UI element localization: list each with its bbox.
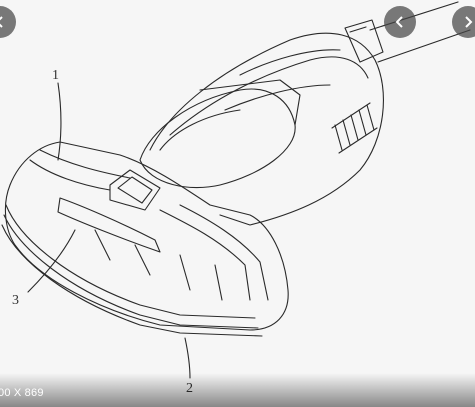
image-info-bar	[0, 373, 475, 407]
back-button[interactable]	[384, 6, 416, 38]
next-image-button[interactable]	[452, 6, 475, 38]
image-dimensions-label: 00 X 869	[0, 387, 44, 399]
callout-2: 2	[186, 381, 193, 396]
chevron-right-icon	[465, 16, 473, 28]
previous-image-button[interactable]	[0, 6, 16, 38]
callout-1: 1	[52, 68, 59, 83]
chevron-left-icon	[0, 16, 3, 28]
callout-3: 3	[12, 293, 19, 308]
chevron-left-icon	[395, 16, 403, 28]
